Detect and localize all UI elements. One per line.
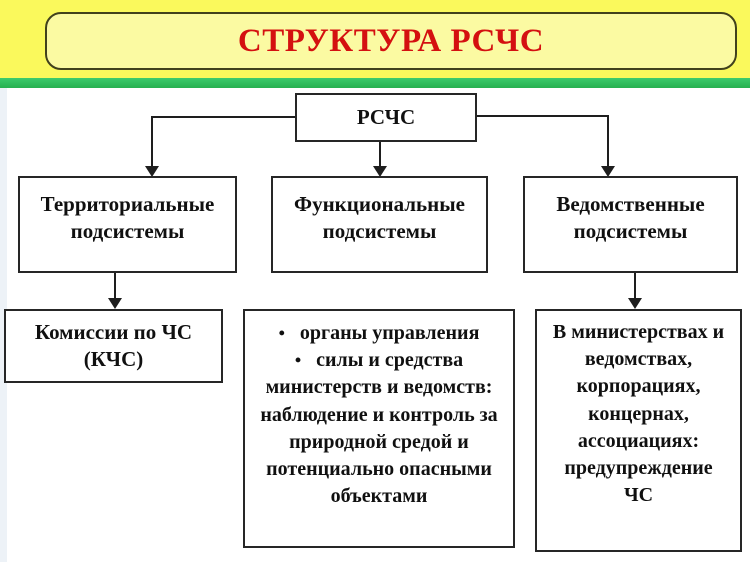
node-emergency-commissions-label: Комиссии по ЧС (КЧС) — [34, 319, 193, 371]
arrowhead-icon — [601, 166, 615, 177]
node-departmental-subsystems: Ведомственные подсистемы — [523, 176, 738, 273]
node-territorial-label: Территориальные подсистемы — [40, 192, 215, 244]
node-functional-label: Функциональные подсистемы — [294, 192, 465, 244]
title-banner: СТРУКТУРА РСЧС — [45, 12, 737, 70]
connector-line — [151, 116, 295, 168]
arrowhead-icon — [108, 298, 122, 309]
node-departmental-label: Ведомственные подсистемы — [556, 192, 705, 244]
node-territorial-subsystems: Территориальные подсистемы — [18, 176, 237, 273]
list-item: • органы управления — [251, 320, 507, 347]
list-item-text: органы управления — [299, 322, 480, 344]
list-item: •силы и средства министерств и ведомств:… — [251, 347, 507, 510]
bullet-icon: • — [294, 350, 302, 371]
header-band: СТРУКТУРА РСЧС — [0, 0, 750, 78]
arrowhead-icon — [145, 166, 159, 177]
arrowhead-icon — [373, 166, 387, 177]
arrowhead-icon — [628, 298, 642, 309]
connector-line — [477, 115, 609, 168]
node-rschs-label: РСЧС — [356, 105, 416, 129]
divider-bar — [0, 78, 750, 88]
node-departmental-detail: В министерствах и ведомствах, корпорация… — [535, 309, 742, 552]
page-title: СТРУКТУРА РСЧС — [237, 22, 545, 59]
node-departmental-detail-text: В министерствах и ведомствах, корпорация… — [552, 321, 725, 507]
bullet-icon: • — [278, 323, 285, 343]
list-item-text: силы и средства министерств и ведомств: … — [260, 349, 498, 508]
node-emergency-commissions: Комиссии по ЧС (КЧС) — [4, 309, 223, 383]
node-functional-detail: •органы управления •силы и средства мини… — [243, 309, 515, 548]
node-rschs: РСЧС — [295, 93, 477, 142]
page-edge-strip — [0, 88, 7, 562]
node-functional-subsystems: Функциональные подсистемы — [271, 176, 488, 273]
